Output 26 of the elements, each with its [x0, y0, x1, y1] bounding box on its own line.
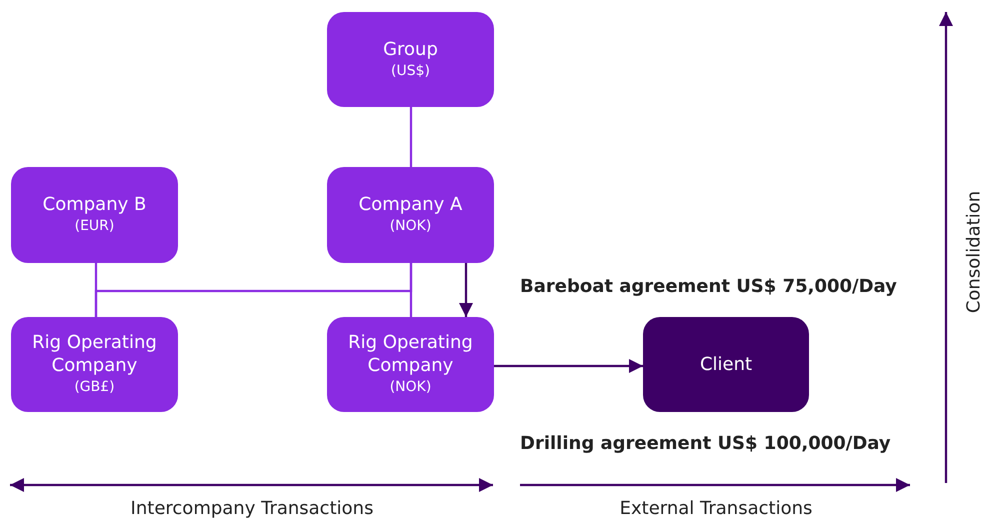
- entity-box: [327, 167, 494, 263]
- entity-box: [327, 12, 494, 107]
- currency-label: (NOK): [390, 217, 432, 236]
- axis-caption: Intercompany Transactions: [130, 498, 374, 519]
- entity-name: Company A: [358, 193, 462, 216]
- entity-name: Client: [700, 353, 752, 376]
- arrow: [494, 359, 643, 373]
- entity-name: Rig Operating Company: [31, 331, 158, 377]
- currency-label: (EUR): [74, 217, 114, 236]
- arrow: [459, 263, 473, 317]
- axis-caption: Consolidation: [964, 190, 981, 314]
- entity-box: [327, 317, 494, 412]
- axis-caption: External Transactions: [620, 498, 812, 519]
- entity-name: Rig Operating Company: [347, 331, 474, 377]
- entity-name: Group: [383, 38, 438, 60]
- entity-box: [11, 167, 178, 263]
- entity-box: [643, 317, 809, 412]
- connector-line: [410, 107, 412, 167]
- edge-label: Bareboat agreement US$ 75,000/Day: [520, 276, 897, 297]
- entity-box: [11, 317, 178, 412]
- currency-label: (NOK): [390, 378, 432, 397]
- edge-label: Drilling agreement US$ 100,000/Day: [520, 433, 891, 454]
- currency-label: (GB£): [74, 378, 115, 397]
- currency-label: (US$): [391, 62, 430, 80]
- connector-line: [94, 263, 412, 317]
- entity-name: Company B: [42, 193, 146, 216]
